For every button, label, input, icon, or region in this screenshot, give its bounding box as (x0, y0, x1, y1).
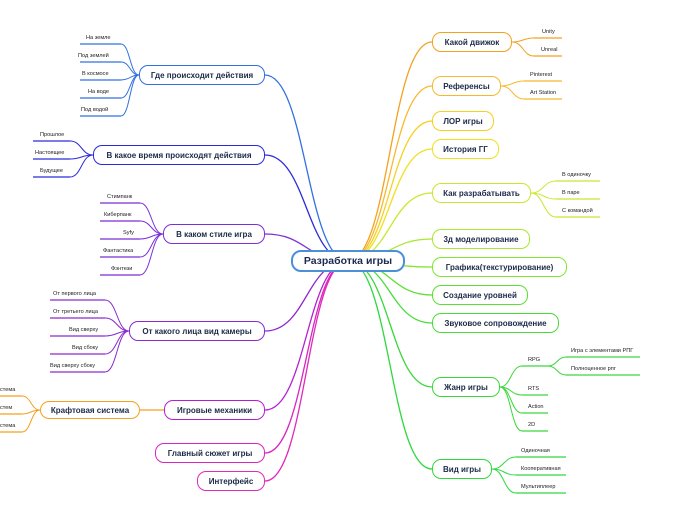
topic-sound[interactable]: Звуковое сопровождение (432, 313, 559, 333)
topic-levels[interactable]: Создание уровней (432, 285, 528, 305)
leaf-rpg-1[interactable]: Игра с элементами РПГ (571, 348, 634, 354)
leaf-camera-2[interactable]: От третьего лица (53, 309, 98, 315)
leaf-when-2[interactable]: Настоящее (35, 150, 65, 156)
leaf-craft-3[interactable]: стема (0, 423, 16, 429)
leaf-genre-3[interactable]: 2D (528, 422, 536, 428)
leaf-style-1[interactable]: Стимпанк (107, 194, 133, 200)
leaf-craft-2[interactable]: стем (0, 405, 13, 411)
link-view-2 (491, 468, 517, 494)
link-view-0 (491, 456, 517, 470)
leaf-camera-5[interactable]: Вид сверху сбоку (50, 363, 96, 369)
topic-lore[interactable]: ЛОР игры (432, 111, 494, 131)
topic-genre[interactable]: Жанр игры (432, 377, 500, 397)
topic-engine[interactable]: Какой движок (432, 32, 512, 52)
leaf-rpg-2[interactable]: Полноценное рпг (571, 366, 616, 372)
leaf-how-1[interactable]: В одиночку (562, 172, 591, 178)
leaf-genre-1[interactable]: RTS (528, 386, 540, 392)
leaf-refs-2[interactable]: Art Station (530, 90, 557, 96)
link-where-1 (120, 61, 140, 76)
topic-view[interactable]: Вид игры (432, 459, 492, 479)
leaf-how-2[interactable]: В паре (562, 190, 580, 196)
link-rpg-0 (547, 356, 567, 367)
leaf-where-2[interactable]: Под землей (78, 53, 109, 59)
link-style-0 (139, 202, 164, 235)
link-how-2 (530, 192, 557, 218)
link-when-2 (69, 154, 94, 178)
leaf-view-3[interactable]: Мультиплеер (521, 484, 556, 490)
link-where (264, 74, 349, 262)
link-where-4 (120, 74, 140, 117)
topic-craft[interactable]: Крафтовая система (40, 401, 140, 419)
leaf-how-3[interactable]: С командой (562, 208, 593, 214)
leaf-refs-1[interactable]: Pinterest (530, 72, 553, 78)
link-right-3 (347, 148, 433, 262)
link-craft-2 (21, 409, 41, 433)
link-camera-4 (104, 330, 130, 373)
topic-where[interactable]: Где происходит действия (139, 65, 265, 85)
link-interface (264, 260, 349, 482)
link-engine-0 (511, 37, 535, 43)
leaf-genre-2[interactable]: Action (528, 404, 544, 410)
leaf-engine-2[interactable]: Unreal (541, 47, 558, 53)
leaf-craft-1[interactable]: стема (0, 387, 16, 393)
leaf-when-3[interactable]: Будущее (40, 168, 63, 174)
topic-style[interactable]: В каком стиле игра (163, 224, 265, 244)
link-rpg-1 (547, 365, 567, 376)
leaf-engine-1[interactable]: Unity (542, 29, 555, 35)
leaf-where-1[interactable]: На земле (86, 35, 111, 41)
topic-refs[interactable]: Референсы (432, 76, 501, 96)
topic-interface[interactable]: Интерфейс (197, 471, 265, 491)
link-refs-1 (500, 85, 525, 100)
link-plot (264, 260, 349, 454)
link-mechanics (264, 260, 349, 411)
leaf-camera-1[interactable]: От первого лица (53, 291, 97, 297)
link-when-0 (69, 140, 94, 156)
link-genre-0 (499, 365, 523, 388)
leaf-where-3[interactable]: В космосе (82, 71, 109, 77)
leaf-view-1[interactable]: Одиночная (521, 448, 550, 454)
link-style-4 (139, 233, 164, 276)
link-engine-1 (511, 41, 535, 57)
link-craft-0 (21, 395, 41, 411)
leaf-where-4[interactable]: На воде (88, 89, 109, 95)
link-camera-0 (104, 299, 130, 332)
topic-graphics[interactable]: Графика(текстурирование) (432, 257, 567, 277)
leaf-style-4[interactable]: Фантастика (103, 248, 134, 254)
link-where-0 (120, 43, 140, 76)
topic-plot[interactable]: Главный сюжет игры (155, 443, 265, 463)
topic-modeling[interactable]: 3д моделирование (432, 229, 530, 249)
leaf-where-5[interactable]: Под водой (81, 107, 109, 113)
leaf-when-1[interactable]: Прошлое (40, 132, 65, 138)
link-genre-3 (499, 386, 523, 432)
root-node[interactable]: Разработка игры (291, 250, 405, 272)
link-camera-1 (104, 317, 130, 332)
leaf-view-2[interactable]: Кооперативная (521, 466, 561, 472)
topic-how[interactable]: Как разрабатывать (432, 183, 531, 203)
link-style-1 (139, 220, 164, 235)
topic-mechanics[interactable]: Игровые механики (164, 400, 265, 420)
topic-camera[interactable]: От какого лица вид камеры (129, 321, 265, 341)
leaf-camera-4[interactable]: Вид сбоку (72, 345, 99, 351)
topic-history[interactable]: История ГГ (432, 139, 499, 159)
leaf-camera-3[interactable]: Вид сверху (69, 327, 99, 333)
link-right-1 (347, 85, 433, 262)
leaf-style-2[interactable]: Киберпанк (104, 212, 132, 218)
topic-when[interactable]: В какое время происходят действия (93, 145, 265, 165)
link-refs-0 (500, 80, 525, 87)
leaf-style-3[interactable]: Syfy (123, 230, 134, 236)
leaf-style-5[interactable]: Фэнтези (111, 266, 133, 272)
link-how-0 (530, 180, 557, 194)
leaf-genre-rpg[interactable]: RPG (528, 357, 541, 363)
